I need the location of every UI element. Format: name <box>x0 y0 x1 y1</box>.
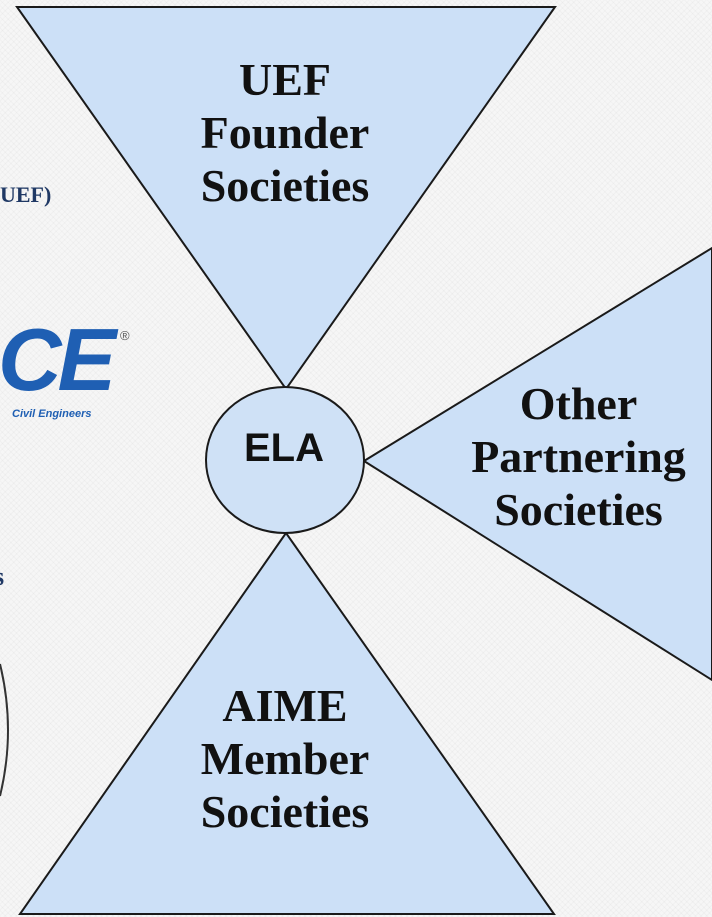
left-edge-curve <box>0 663 9 797</box>
asce-logo-subtitle: Civil Engineers <box>12 408 92 420</box>
asce-logo-letters: CE <box>0 312 116 409</box>
bottom-triangle-label: AIME Member Societies <box>150 680 420 839</box>
uef-fragment-text: UEF) <box>0 182 52 207</box>
bottom-triangle <box>18 531 556 915</box>
bottom-label-line-1: AIME <box>222 680 348 731</box>
bottom-label-line-3: Societies <box>200 785 370 837</box>
ela-circle <box>205 386 365 534</box>
s-fragment-text: s <box>0 562 4 592</box>
top-label-line-1: UEF <box>239 54 331 105</box>
top-triangle <box>15 6 557 391</box>
right-label-line-3: Societies <box>494 483 663 535</box>
bottom-label-line-2: Member <box>200 732 370 784</box>
top-label-line-2: Founder <box>200 106 370 158</box>
ela-label: ELA <box>244 426 324 470</box>
right-label-line-2: Partnering <box>471 430 686 482</box>
right-triangle-label: Other Partnering Societies <box>445 378 712 537</box>
right-label-line-1: Other <box>519 378 638 429</box>
asce-logo: CE ® Civil Engineers <box>0 312 140 421</box>
top-triangle-label: UEF Founder Societies <box>150 54 420 213</box>
asce-registered-mark: ® <box>120 328 130 343</box>
top-label-line-3: Societies <box>200 159 370 211</box>
right-triangle <box>362 246 712 682</box>
